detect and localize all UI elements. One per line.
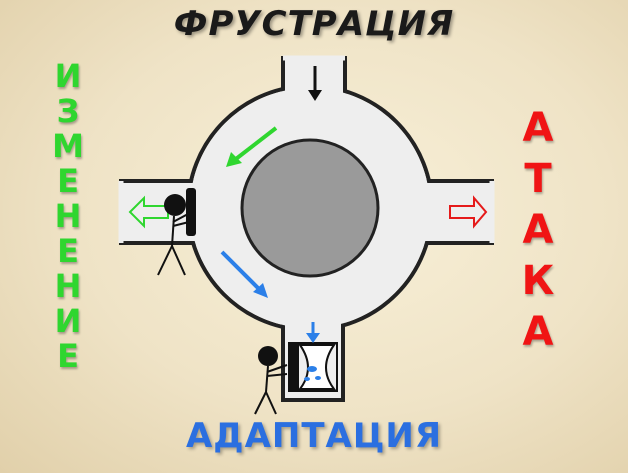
title-adaptation: АДАПТАЦИЯ <box>0 416 628 456</box>
center-island <box>242 140 378 276</box>
hourglass-barrier <box>289 343 337 391</box>
left-barrier <box>186 188 196 236</box>
